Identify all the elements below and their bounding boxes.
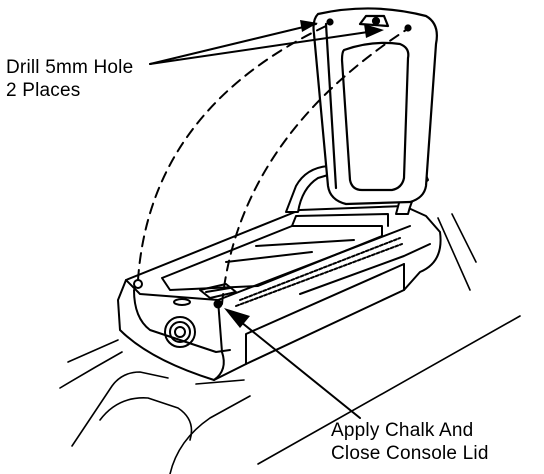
chalk-arrowhead: [224, 308, 250, 328]
chalk-callout-line-2: Close Console Lid: [331, 443, 489, 464]
drill-leader-lines: [149, 23, 369, 65]
console-lid: [312, 7, 438, 206]
drill-callout-line-1: Drill 5mm Hole: [6, 57, 134, 78]
arrowhead-icon: [364, 24, 384, 38]
floor-lines: [59, 213, 521, 474]
drill-hole-callout: Drill 5mm Hole 2 Places: [6, 56, 133, 102]
arrowhead-icon: [224, 308, 250, 328]
chalk-callout-line-1: Apply Chalk And: [331, 420, 474, 441]
drill-callout-line-2: 2 Places: [6, 80, 81, 101]
console-base: [117, 205, 442, 381]
arrowhead-icon: [300, 20, 318, 32]
drill-arrowheads: [300, 20, 384, 38]
apply-chalk-callout: Apply Chalk And Close Console Lid: [331, 419, 489, 465]
chalk-leader-line: [235, 317, 361, 419]
lid-swing-arcs: [137, 25, 407, 305]
